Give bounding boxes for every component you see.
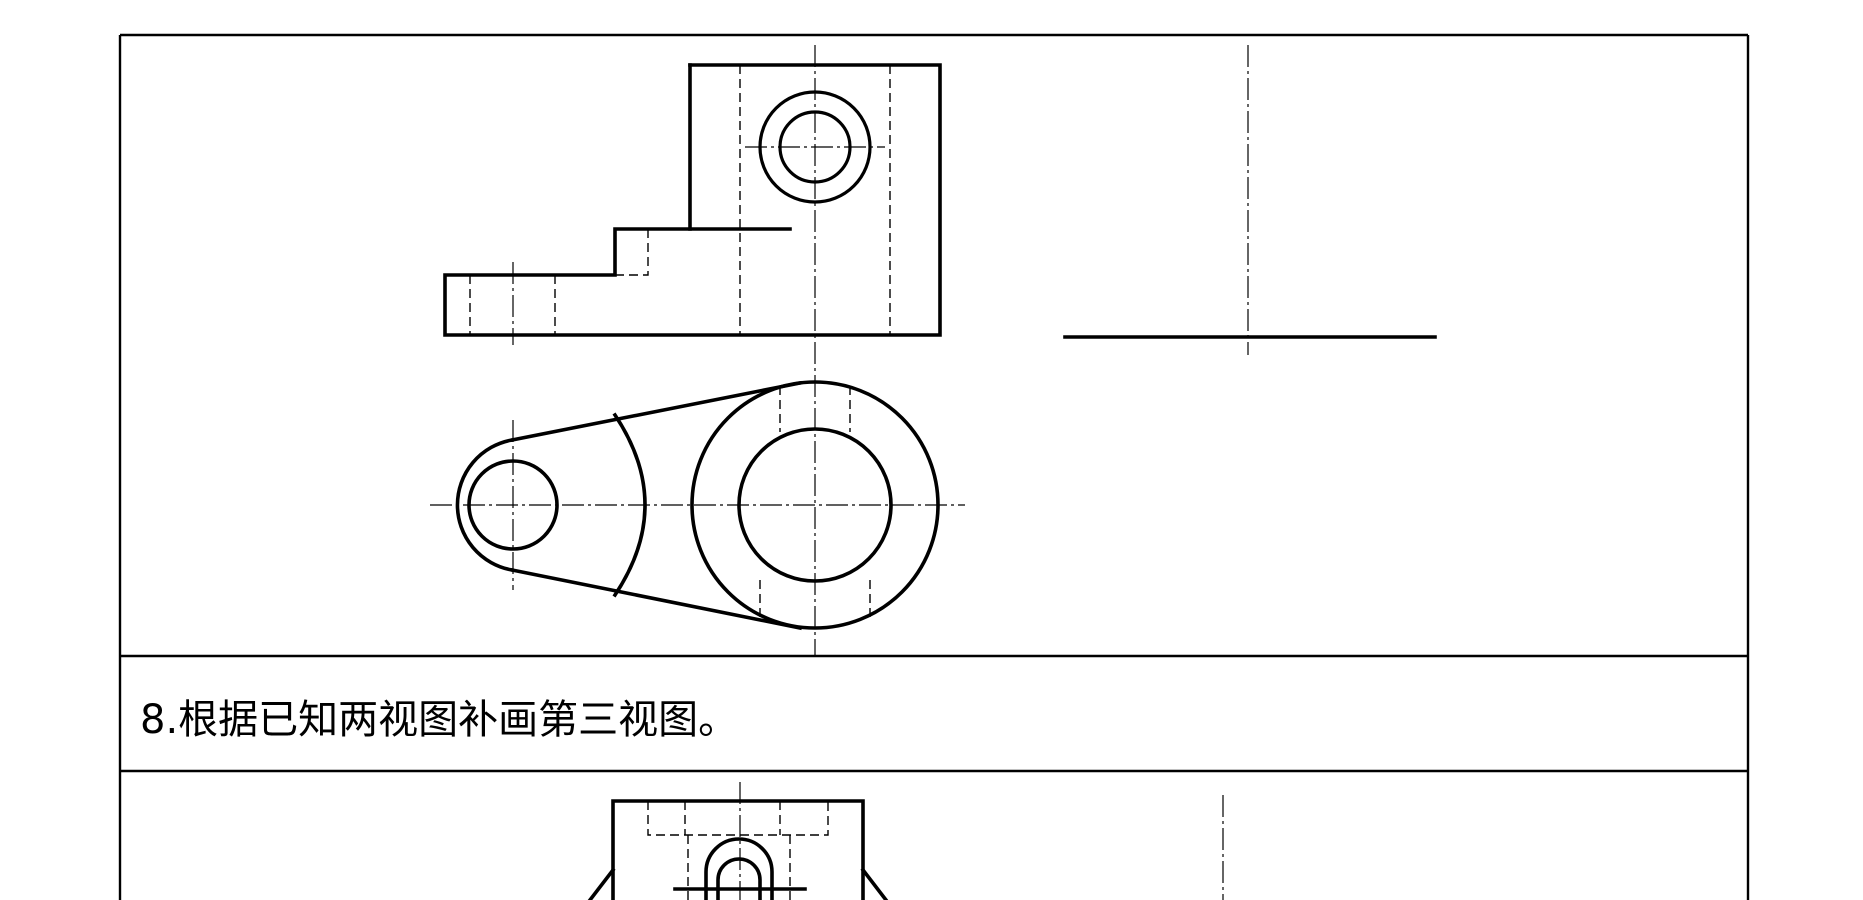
slot-inner-arc (716, 857, 762, 900)
table-frame (118, 33, 1750, 900)
front-view-problem-8 (587, 782, 889, 900)
left-chamfer-line (587, 867, 616, 900)
side-view-blank-problem-7 (1063, 45, 1437, 355)
right-chamfer-line (860, 867, 889, 900)
front-view-outline (611, 799, 865, 900)
slot-arc (704, 837, 774, 900)
question-instruction-text: 8.根据已知两视图补画第三视图。 (140, 697, 739, 743)
tangent-line-top (509, 380, 803, 443)
top-view-problem-7 (430, 380, 965, 631)
tangent-line-bottom (509, 567, 803, 631)
hidden-counterbore (647, 801, 829, 836)
front-view-outline (443, 63, 942, 337)
front-view-problem-7 (443, 45, 942, 655)
hidden-step-line (615, 229, 649, 276)
